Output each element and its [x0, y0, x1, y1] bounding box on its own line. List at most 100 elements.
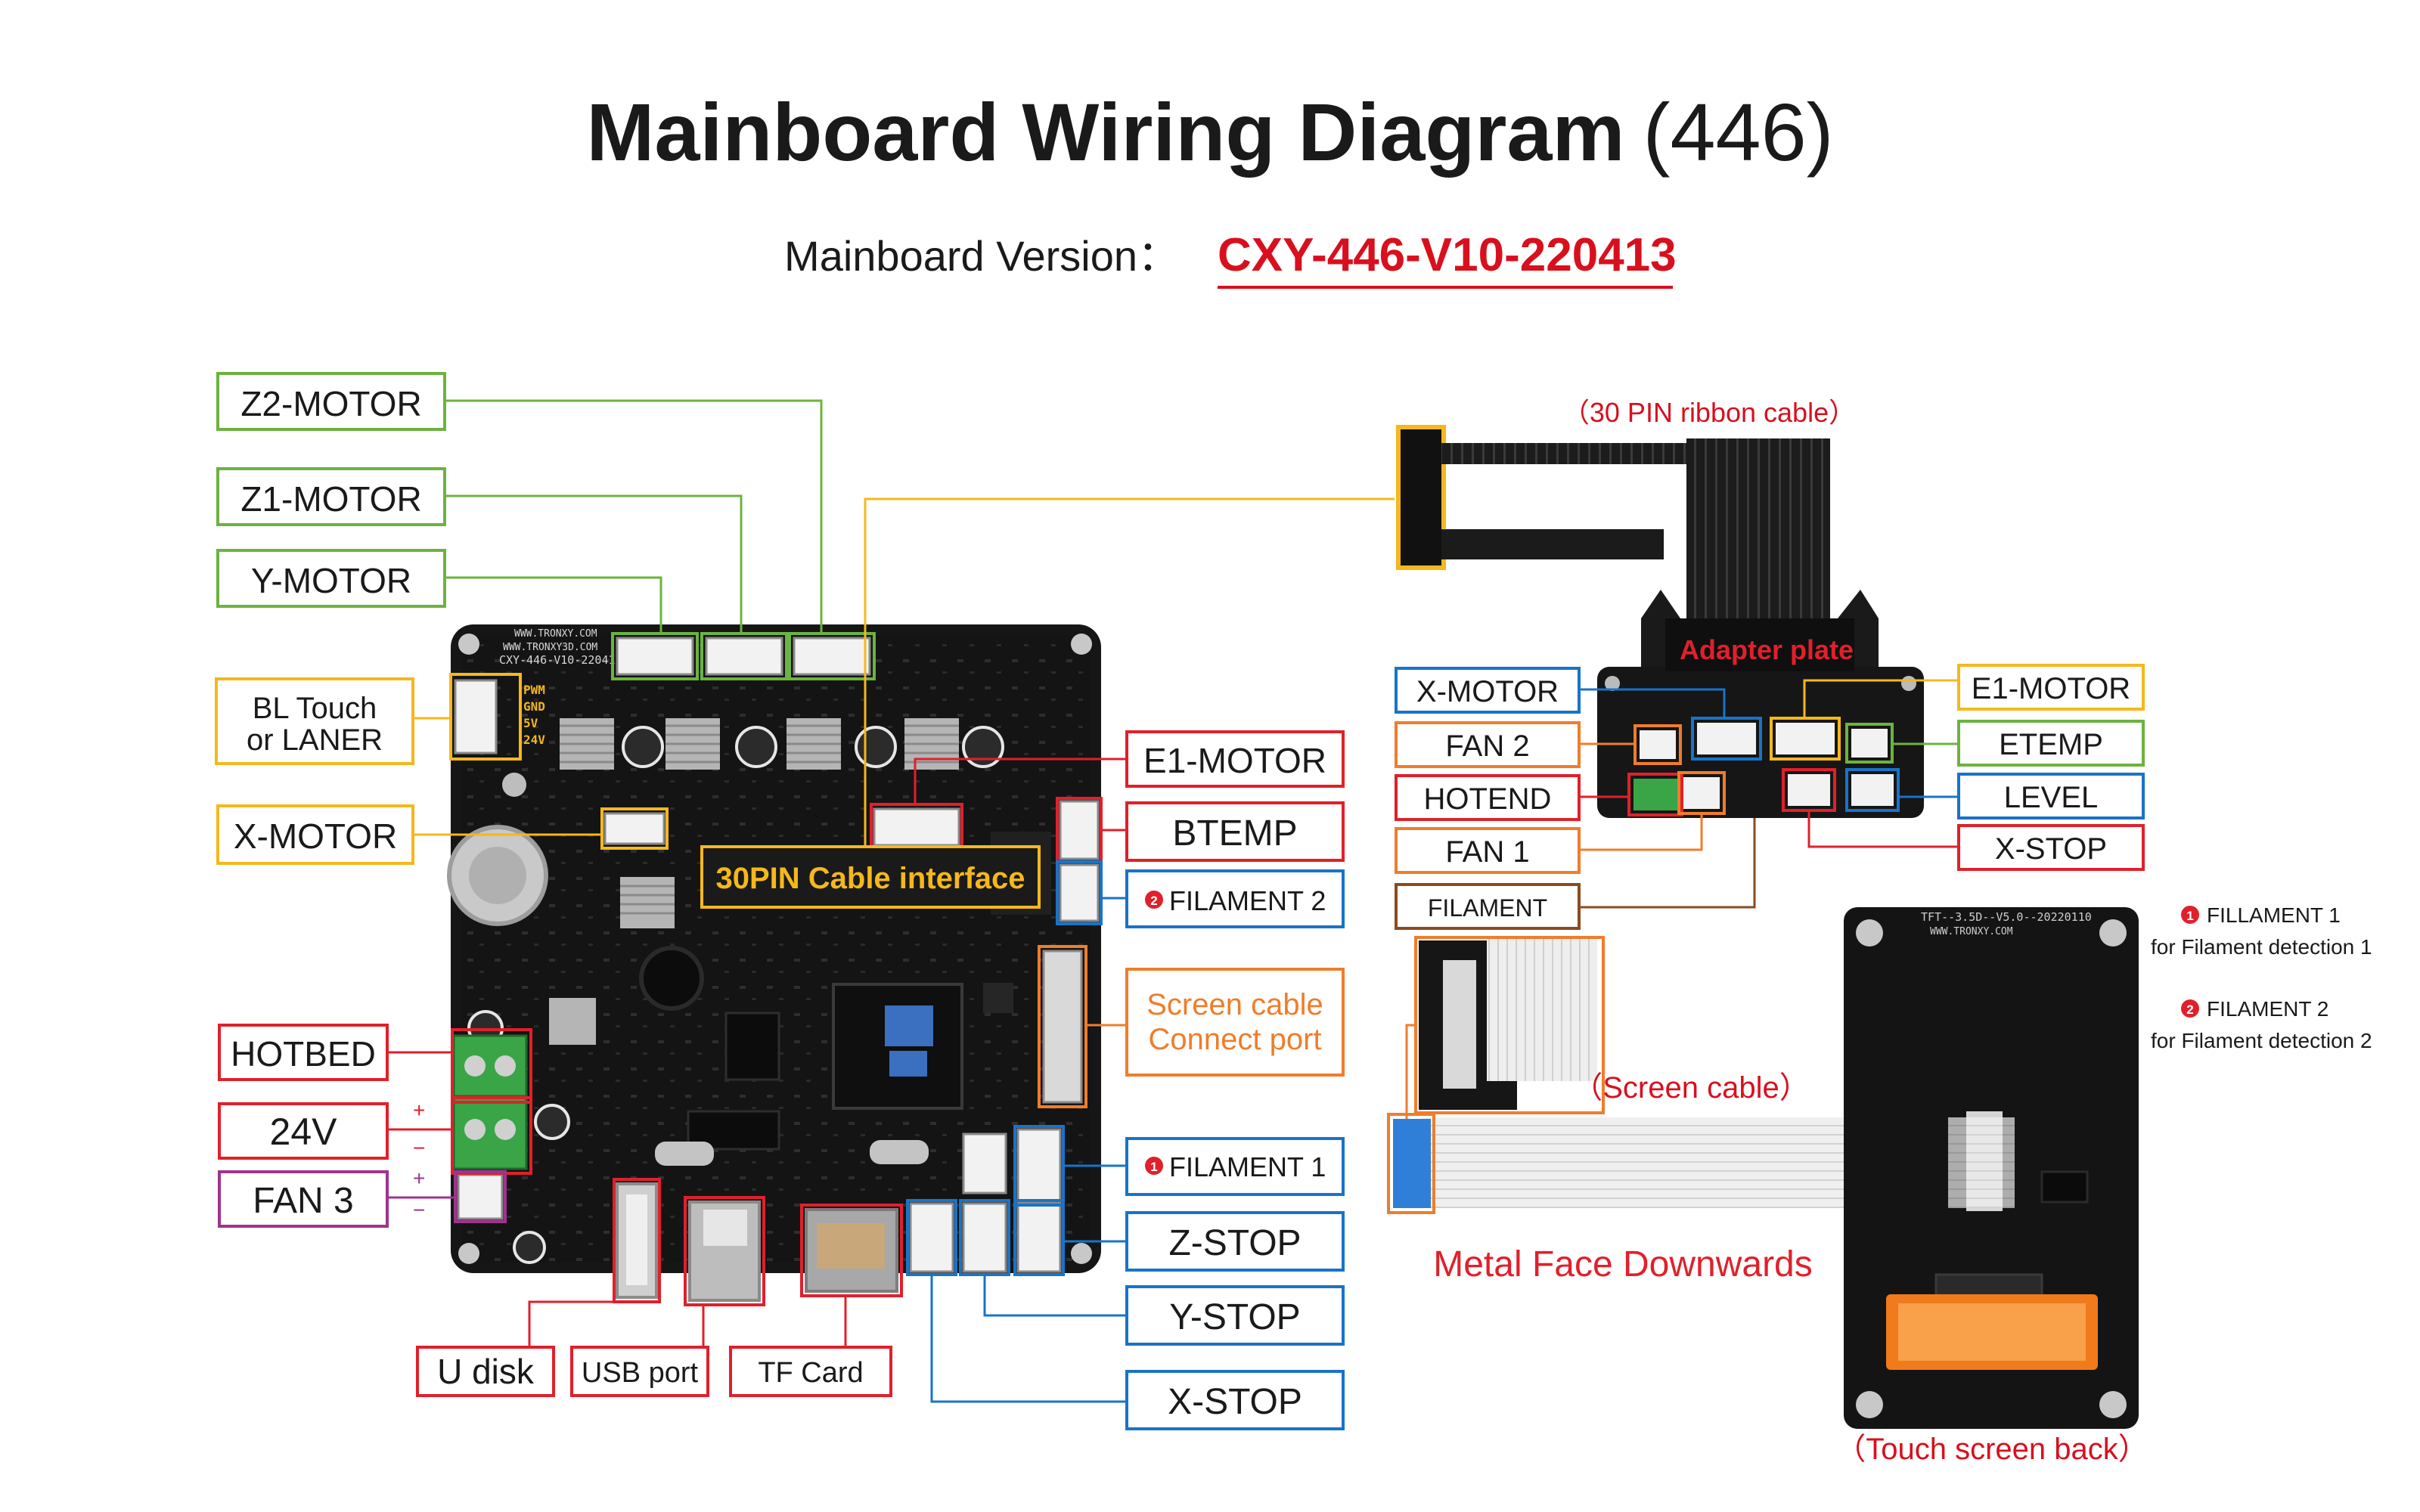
label-hotbed: HOTBED [218, 1024, 389, 1081]
screen-board-url: WWW.TRONXY.COM [1930, 926, 2013, 937]
svg-text:HOTEND: HOTEND [1424, 782, 1552, 816]
btemp-connector [1059, 800, 1100, 860]
svg-text:Z-STOP: Z-STOP [1168, 1223, 1301, 1263]
label-z-stop: Z-STOP [1125, 1211, 1345, 1272]
mount-hole [502, 773, 526, 797]
adapter-x-motor-connector [1697, 723, 1756, 754]
screen-board-silk: TFT--3.5D--V5.0--20220110 [1921, 910, 2092, 924]
label-y-motor: Y-MOTOR [216, 549, 446, 608]
adapter-label-x-motor: X-MOTOR [1395, 667, 1581, 714]
note1-badge [2181, 906, 2199, 924]
power-terminal [452, 1095, 528, 1170]
adapter-label-level: LEVEL [1957, 773, 2145, 820]
x-stop-connector [909, 1202, 954, 1273]
mount-hole [458, 634, 479, 655]
adapter-xstop-connector [1788, 774, 1830, 806]
minus-fan3: − [413, 1198, 425, 1222]
version-value: CXY-446-V10-220413 [1218, 229, 1677, 281]
svg-text:2: 2 [1150, 894, 1157, 908]
svg-text:24V: 24V [270, 1111, 338, 1153]
adapter-label-hotend: HOTEND [1395, 774, 1581, 821]
screen-connector-board [1405, 936, 1605, 1119]
cable-interface-label: 30PIN Cable interface [715, 862, 1025, 895]
adapter-label-x-stop: X-STOP [1957, 824, 2145, 871]
adapter-title: Adapter plate [1680, 634, 1854, 665]
svg-text:for Filament detection 1: for Filament detection 1 [2151, 935, 2372, 959]
svg-text:ETEMP: ETEMP [1999, 728, 2103, 761]
metal-face-note: Metal Face Downwards [1433, 1244, 1813, 1284]
svg-text:E1-MOTOR: E1-MOTOR [1143, 741, 1326, 780]
svg-text:Y-STOP: Y-STOP [1169, 1297, 1300, 1337]
adapter-label-filament: FILAMENT [1395, 883, 1581, 930]
heatsinks [549, 718, 959, 1045]
z2-motor-connector [793, 637, 871, 676]
svg-text:1: 1 [2186, 909, 2193, 923]
svg-text:FAN 2: FAN 2 [1445, 730, 1529, 763]
label-x-motor: X-MOTOR [216, 804, 414, 865]
svg-text:X-MOTOR: X-MOTOR [234, 816, 397, 856]
label-fan3: FAN 3 [218, 1170, 389, 1228]
plus-24v: + [413, 1098, 425, 1122]
bl-pin-24v: 24V [523, 733, 545, 747]
adapter-label-fan2: FAN 2 [1395, 721, 1581, 768]
filament1-badge [1145, 1157, 1163, 1175]
svg-text:E1-MOTOR: E1-MOTOR [1972, 672, 2130, 705]
label-tf-card: TF Card [729, 1346, 892, 1397]
svg-text:Screen cable: Screen cable [1146, 988, 1323, 1021]
svg-text:BL Touch: BL Touch [253, 692, 377, 725]
screen-cable-caption: （Screen cable） [1572, 1071, 1809, 1105]
x-motor-connector [603, 812, 666, 845]
silk-url-2: WWW.TRONXY3D.COM [503, 642, 597, 653]
touch-screen-board: TFT--3.5D--V5.0--20220110 WWW.TRONXY.COM [1844, 907, 2139, 1429]
svg-text:FILAMENT 2: FILAMENT 2 [1169, 885, 1326, 916]
title-suffix: (446) [1643, 86, 1834, 178]
svg-text:X-STOP: X-STOP [1168, 1382, 1302, 1422]
label-y-stop: Y-STOP [1125, 1285, 1345, 1346]
e1-motor-connector [873, 807, 960, 847]
svg-text:2: 2 [2186, 1002, 2193, 1017]
svg-text:Z2-MOTOR: Z2-MOTOR [240, 384, 421, 423]
adapter-label-etemp: ETEMP [1957, 720, 2145, 767]
bl-pin-5v: 5V [523, 716, 538, 730]
adapter-fan1-connector [1683, 777, 1720, 809]
svg-text:Z1-MOTOR: Z1-MOTOR [240, 479, 421, 519]
label-screen-cable-port: Screen cable Connect port [1125, 968, 1345, 1077]
page-title: Mainboard Wiring Diagram(446) [586, 86, 1833, 178]
svg-text:LEVEL: LEVEL [2004, 781, 2099, 814]
y-stop-connector [962, 1202, 1007, 1273]
minus-24v: − [413, 1136, 425, 1160]
adapter-label-fan1: FAN 1 [1395, 827, 1581, 874]
label-filament2: 2 FILAMENT 2 [1125, 869, 1345, 928]
fan3-connector [457, 1173, 504, 1220]
svg-text:HOTBED: HOTBED [231, 1034, 376, 1074]
silk-url-1: WWW.TRONXY.COM [514, 628, 597, 640]
adapter-hotend-terminal [1634, 779, 1677, 810]
label-bl-touch: BL Touch or LANER [215, 677, 414, 765]
title-main: Mainboard Wiring Diagram [586, 86, 1624, 178]
filament1-connector [1016, 1128, 1062, 1204]
buzzer [639, 946, 704, 1011]
adapter-etemp-connector [1851, 729, 1888, 758]
bl-pin-pwm: PWM [523, 683, 545, 697]
ribbon-cable [1396, 425, 1830, 627]
svg-text:FILAMENT 1: FILAMENT 1 [1169, 1151, 1326, 1182]
bl-pin-gnd: GND [523, 699, 545, 714]
svg-text:Connect port: Connect port [1148, 1023, 1321, 1056]
svg-text:BTEMP: BTEMP [1172, 813, 1297, 854]
label-z1-motor: Z1-MOTOR [216, 467, 446, 526]
svg-text:FILAMENT: FILAMENT [1428, 894, 1547, 922]
svg-text:TF Card: TF Card [758, 1357, 863, 1389]
z1-motor-connector [705, 637, 783, 676]
svg-text:for Filament detection 2: for Filament detection 2 [2151, 1029, 2372, 1052]
note2-badge [2181, 999, 2199, 1018]
mount-hole [1071, 634, 1092, 655]
filament2-connector [1059, 863, 1100, 922]
svg-text:FAN 1: FAN 1 [1445, 835, 1529, 869]
adapter-label-e1-motor: E1-MOTOR [1957, 664, 2145, 711]
adapter-level-connector [1851, 774, 1894, 806]
label-filament1: 1 FILAMENT 1 [1125, 1137, 1345, 1196]
svg-text:Y-MOTOR: Y-MOTOR [251, 561, 411, 600]
svg-text:USB port: USB port [582, 1357, 699, 1389]
plus-fan3: + [413, 1167, 425, 1190]
